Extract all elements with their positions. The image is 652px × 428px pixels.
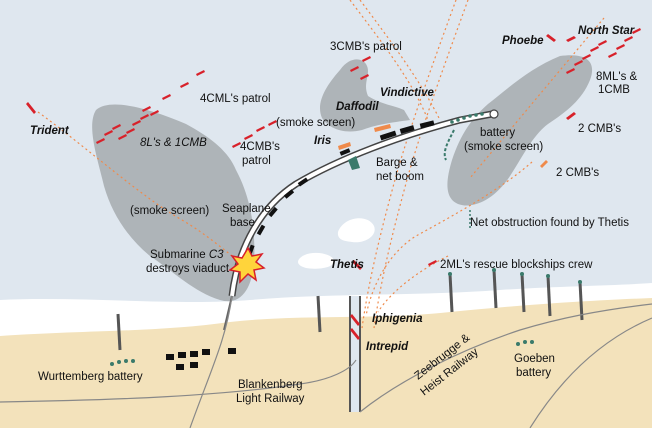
label-seaplane-2: base xyxy=(230,217,255,229)
label-4cml-patrol: 4CML's patrol xyxy=(200,93,271,105)
label-blankenberg-2: Light Railway xyxy=(236,393,305,405)
lighthouse xyxy=(489,109,499,119)
label-2mls-rescue: 2ML's rescue blockships crew xyxy=(440,259,593,271)
mole-sheds xyxy=(247,120,435,256)
canal-water xyxy=(351,296,359,412)
label-8mls-2: 1CMB xyxy=(598,84,630,96)
label-8ls-1cmb: 8L's & 1CMB xyxy=(140,137,207,149)
label-4cmb-patrol-2: patrol xyxy=(242,155,271,167)
smoke-screen-west xyxy=(92,104,255,302)
label-battery-2: (smoke screen) xyxy=(464,141,543,153)
label-submarine-2: destroys viaduct xyxy=(146,263,230,275)
mole-battery-guns xyxy=(450,112,484,124)
label-barge-2: net boom xyxy=(376,171,424,183)
goeben-guns xyxy=(516,340,534,346)
label-net-obstruction: Net obstruction found by Thetis xyxy=(470,217,629,229)
label-intrepid: Intrepid xyxy=(366,341,409,353)
label-battery-1: battery xyxy=(480,127,515,139)
label-barge-1: Barge & xyxy=(376,157,418,169)
label-submarine-name: C3 xyxy=(209,249,224,261)
shallows xyxy=(298,252,335,269)
label-submarine-1: Submarine C3 xyxy=(150,249,224,261)
label-iris: Iris xyxy=(314,135,331,147)
label-2cmbs-upper: 2 CMB's xyxy=(578,123,621,135)
piers xyxy=(116,269,584,351)
label-2cmbs-lower: 2 CMB's xyxy=(556,167,599,179)
attack-routes xyxy=(37,0,605,329)
label-submarine-prefix: Submarine xyxy=(150,249,209,261)
label-4cmb-patrol-1: 4CMB's xyxy=(240,141,280,153)
label-goeben-1: Goeben xyxy=(514,353,555,365)
explosion-icon xyxy=(228,246,266,284)
label-goeben-2: battery xyxy=(516,367,551,379)
railway-lines xyxy=(0,295,652,428)
barge xyxy=(348,156,360,170)
smoke-screen-east xyxy=(447,55,593,206)
label-thetis: Thetis xyxy=(330,259,364,271)
ships-orange xyxy=(338,124,548,168)
shallows xyxy=(337,218,375,243)
ships xyxy=(26,28,641,340)
surf-band xyxy=(0,283,652,338)
label-blankenberg-1: Blankenberg xyxy=(238,379,303,391)
label-daffodil: Daffodil xyxy=(336,101,379,113)
label-trident: Trident xyxy=(30,125,70,137)
wurttemberg-guns xyxy=(110,359,135,366)
coast-land xyxy=(0,298,652,428)
label-8mls-1: 8ML's & xyxy=(596,71,638,83)
wurttemberg-battery-buildings xyxy=(166,348,236,370)
label-iphigenia: Iphigenia xyxy=(372,313,423,325)
label-smoke-screen-left: (smoke screen) xyxy=(130,205,209,217)
label-vindictive: Vindictive xyxy=(380,87,434,99)
pier-stubs xyxy=(448,268,582,284)
label-seaplane-1: Seaplane xyxy=(222,203,271,215)
label-phoebe: Phoebe xyxy=(502,35,544,47)
smoke-screen-center xyxy=(320,59,410,132)
label-3cmb-patrol: 3CMB's patrol xyxy=(330,41,402,53)
label-smoke-screen-center: (smoke screen) xyxy=(276,117,355,129)
label-wurttemberg: Wurttemberg battery xyxy=(38,371,143,383)
label-north-star: North Star xyxy=(578,25,635,37)
